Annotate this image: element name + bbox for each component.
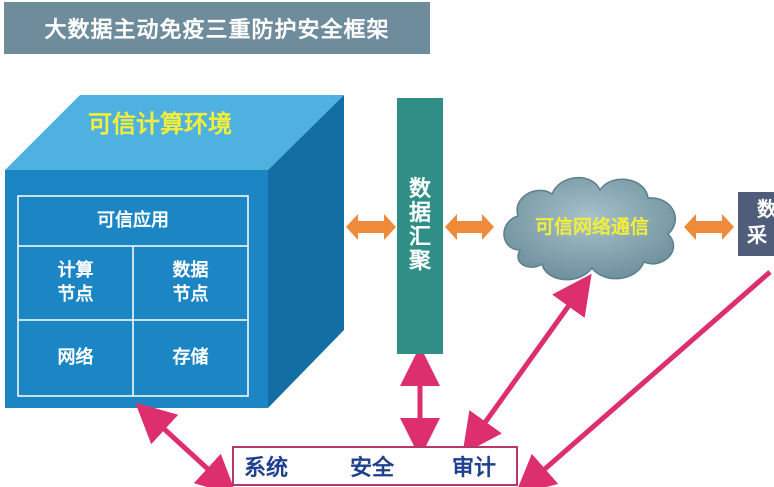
hub-char-4: 聚 <box>408 249 431 274</box>
cube-front-face <box>5 170 268 408</box>
audit-word-system: 系统 <box>244 456 289 481</box>
cube-title: 可信计算环境 <box>88 110 232 138</box>
cube-top-face <box>5 95 344 170</box>
cube-side-face <box>268 95 344 408</box>
cell-network: 网络 <box>57 347 94 368</box>
audit-word-security: 安全 <box>350 456 395 481</box>
audit-word-audit: 审计 <box>452 456 497 481</box>
audit-arrows <box>135 270 772 487</box>
hub-char-1: 数 <box>408 177 431 202</box>
data-collection-box <box>738 192 774 256</box>
cell-compute-line1: 计算 <box>57 260 94 281</box>
arrow-cube-hub <box>346 214 396 240</box>
arrow-audit-right <box>514 270 772 487</box>
cell-storage: 存储 <box>172 347 209 368</box>
right-char-1: 数 <box>757 197 774 221</box>
cell-data-line2: 节点 <box>172 284 209 305</box>
arrow-hub-cloud <box>445 214 494 240</box>
data-aggregation-bar <box>397 98 443 354</box>
arrow-cloud-right <box>684 214 734 240</box>
right-char-2: 采 <box>747 223 767 247</box>
diagram-title: 大数据主动免疫三重防护安全框架 <box>4 2 430 54</box>
data-collection-label: 数 采 <box>747 196 774 248</box>
cube-grid <box>17 195 249 397</box>
cell-compute-line2: 节点 <box>57 284 94 305</box>
cell-compute-node: 计算 节点 <box>18 246 133 320</box>
cell-data-node: 数据 节点 <box>133 246 248 320</box>
arrow-audit-cube <box>135 402 237 487</box>
hub-char-3: 汇 <box>408 225 431 250</box>
audit-box <box>232 446 518 486</box>
data-aggregation-label: 数 据 汇 聚 <box>397 178 443 274</box>
cell-data-line1: 数据 <box>172 260 209 281</box>
trusted-network-label: 可信网络通信 <box>534 216 649 238</box>
cell-trusted-app: 可信应用 <box>97 210 169 231</box>
hub-char-2: 据 <box>408 201 431 226</box>
arrow-audit-cloud <box>462 273 592 455</box>
